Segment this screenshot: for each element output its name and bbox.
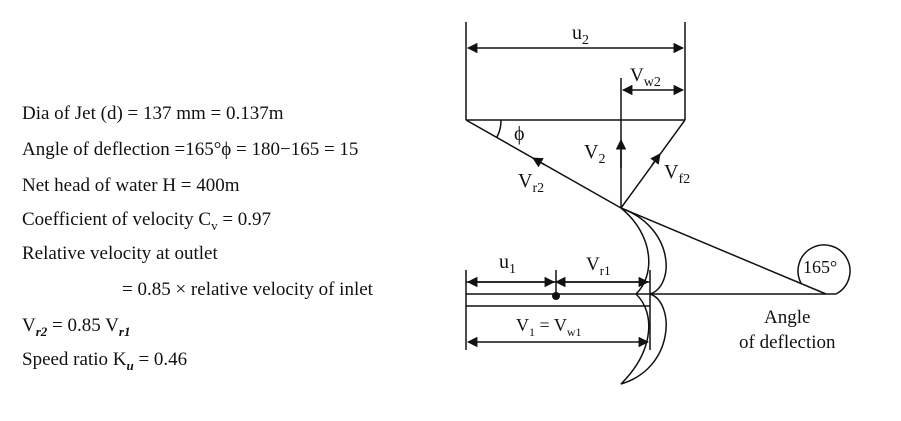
relative-velocity-relation-text: = 0.85 × relative velocity of inlet: [122, 279, 373, 300]
vr1-subscript: r1: [118, 323, 131, 339]
phi-arc: [496, 119, 502, 138]
speed-ratio-value: = 0.46: [133, 349, 188, 370]
phi-label: ϕ: [514, 123, 525, 145]
vr2-label: Vr2: [518, 170, 544, 196]
u1-label: u1: [499, 251, 516, 277]
angle-label-line2: of deflection: [739, 332, 836, 353]
vr2-equals: = 0.85 V: [47, 315, 119, 336]
net-head-text: Net head of water H = 400m: [22, 175, 240, 196]
speed-ratio-text: Speed ratio Ku = 0.46: [22, 349, 187, 377]
vw2-label: Vw2: [630, 65, 661, 90]
speed-ratio-subscript: u: [126, 357, 134, 373]
vr2-subscript: r2: [35, 323, 48, 339]
angle-label-line1: Angle: [764, 307, 810, 328]
vr1-label: Vr1: [586, 254, 611, 278]
cv-value: = 0.97: [217, 209, 272, 230]
vr2-equation: Vr2 = 0.85 Vr1: [22, 315, 130, 343]
angle-165-label: 165°: [803, 257, 837, 277]
jet-point: [552, 292, 560, 300]
vf2-label: Vf2: [664, 161, 690, 187]
v1-label: V1 = Vw1: [516, 315, 582, 339]
angle-165-arc: [797, 244, 851, 295]
cv-label: Coefficient of velocity C: [22, 209, 212, 230]
vr2-symbol: V: [22, 315, 36, 336]
jet-diameter-text: Dia of Jet (d) = 137 mm = 0.137m: [22, 103, 284, 124]
coefficient-of-velocity-text: Coefficient of velocity Cv = 0.97: [22, 209, 271, 237]
cv-subscript: v: [211, 217, 218, 233]
u2-label: u2: [572, 22, 589, 48]
speed-ratio-label: Speed ratio K: [22, 349, 127, 370]
v2-label: V2: [584, 141, 605, 167]
vr2-arrow: [532, 157, 546, 168]
deflection-line: [620, 207, 827, 295]
vf2-arrow: [650, 153, 661, 166]
relative-velocity-text: Relative velocity at outlet: [22, 243, 218, 264]
bucket: [620, 207, 667, 385]
angle-of-deflection-text: Angle of deflection =165°ϕ = 180−165 = 1…: [22, 139, 359, 160]
